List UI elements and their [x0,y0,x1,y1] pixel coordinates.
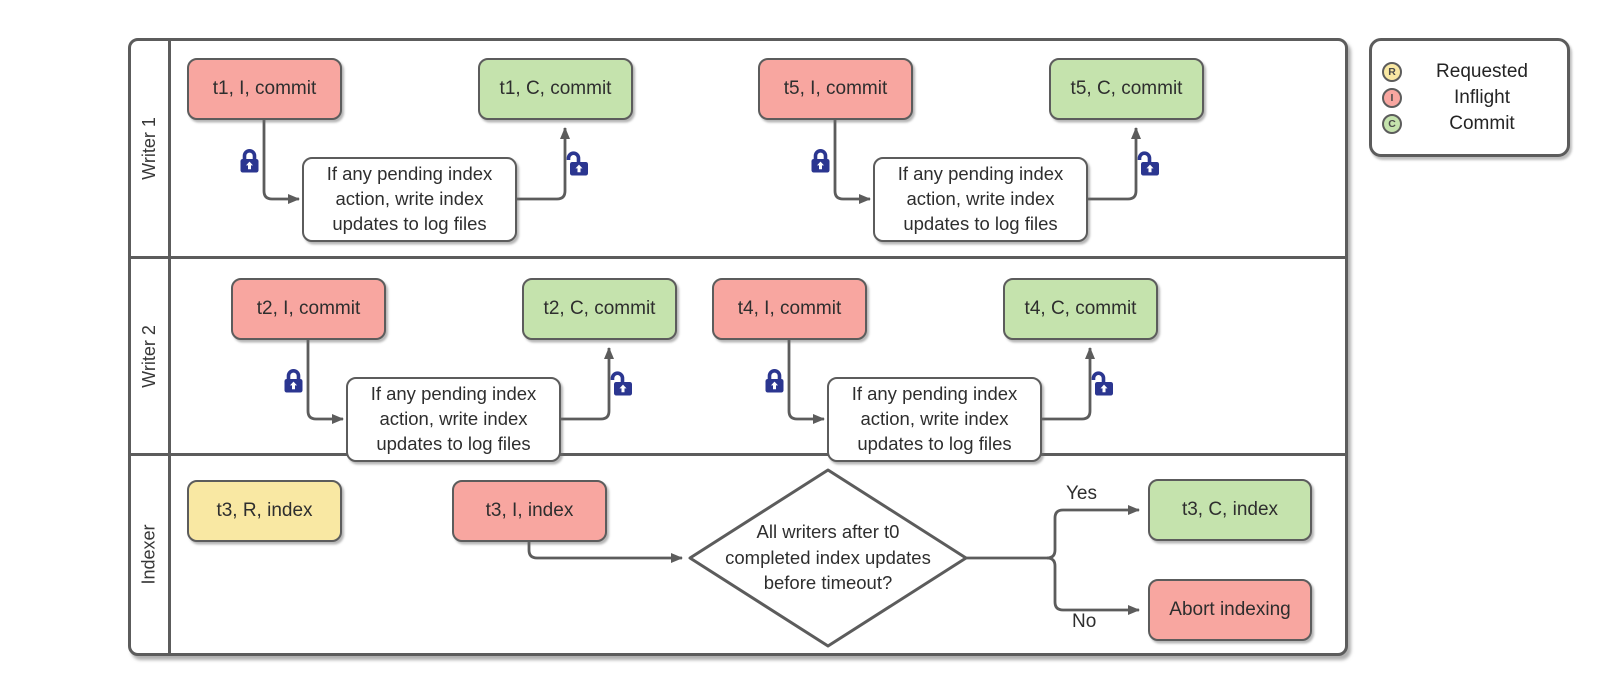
legend-label-commit: Commit [1449,112,1515,134]
task-t1-inflight: t1, I, commit [187,58,342,120]
legend-item-inflight: I Inflight [1382,87,1557,109]
lane-indexer-label: Indexer [138,524,159,585]
task-t3-requested: t3, R, index [187,480,342,542]
lane-writer2-label: Writer 2 [138,324,159,388]
action-box-writer2-left: If any pending index action, write index… [346,377,561,462]
legend-item-requested: R Requested [1382,61,1557,83]
decision-diamond-text: All writers after t0 completed index upd… [725,521,931,594]
inflight-state-icon: I [1382,87,1402,108]
lane-indexer: Indexer [130,456,168,653]
task-t2-inflight: t2, I, commit [231,278,386,340]
legend-item-commit: C Commit [1382,113,1557,135]
task-t4-inflight: t4, I, commit [712,278,867,340]
action-box-writer2-right: If any pending index action, write index… [827,377,1042,462]
task-abort-indexing: Abort indexing [1148,579,1312,641]
legend-label-inflight: Inflight [1454,86,1510,108]
lane-writer2: Writer 2 [130,259,168,453]
task-t1-commit: t1, C, commit [478,58,633,120]
lane-label-divider [168,38,171,656]
lane-divider-writer2-indexer [128,453,1348,456]
task-t5-inflight: t5, I, commit [758,58,913,120]
legend: R Requested I Inflight C Commit [1369,38,1570,157]
lane-writer1: Writer 1 [130,41,168,256]
action-box-writer1-right: If any pending index action, write index… [873,157,1088,242]
branch-yes-label: Yes [1066,483,1097,504]
action-box-writer1-left: If any pending index action, write index… [302,157,517,242]
task-t3-inflight: t3, I, index [452,480,607,542]
commit-state-icon: C [1382,113,1402,134]
lane-divider-writer1-writer2 [128,256,1348,259]
legend-label-requested: Requested [1436,60,1528,82]
task-t4-commit: t4, C, commit [1003,278,1158,340]
lane-writer1-label: Writer 1 [138,117,159,180]
task-t2-commit: t2, C, commit [522,278,677,340]
task-t5-commit: t5, C, commit [1049,58,1204,120]
requested-state-icon: R [1382,61,1402,82]
task-t3-commit: t3, C, index [1148,479,1312,541]
branch-no-label: No [1072,611,1097,632]
